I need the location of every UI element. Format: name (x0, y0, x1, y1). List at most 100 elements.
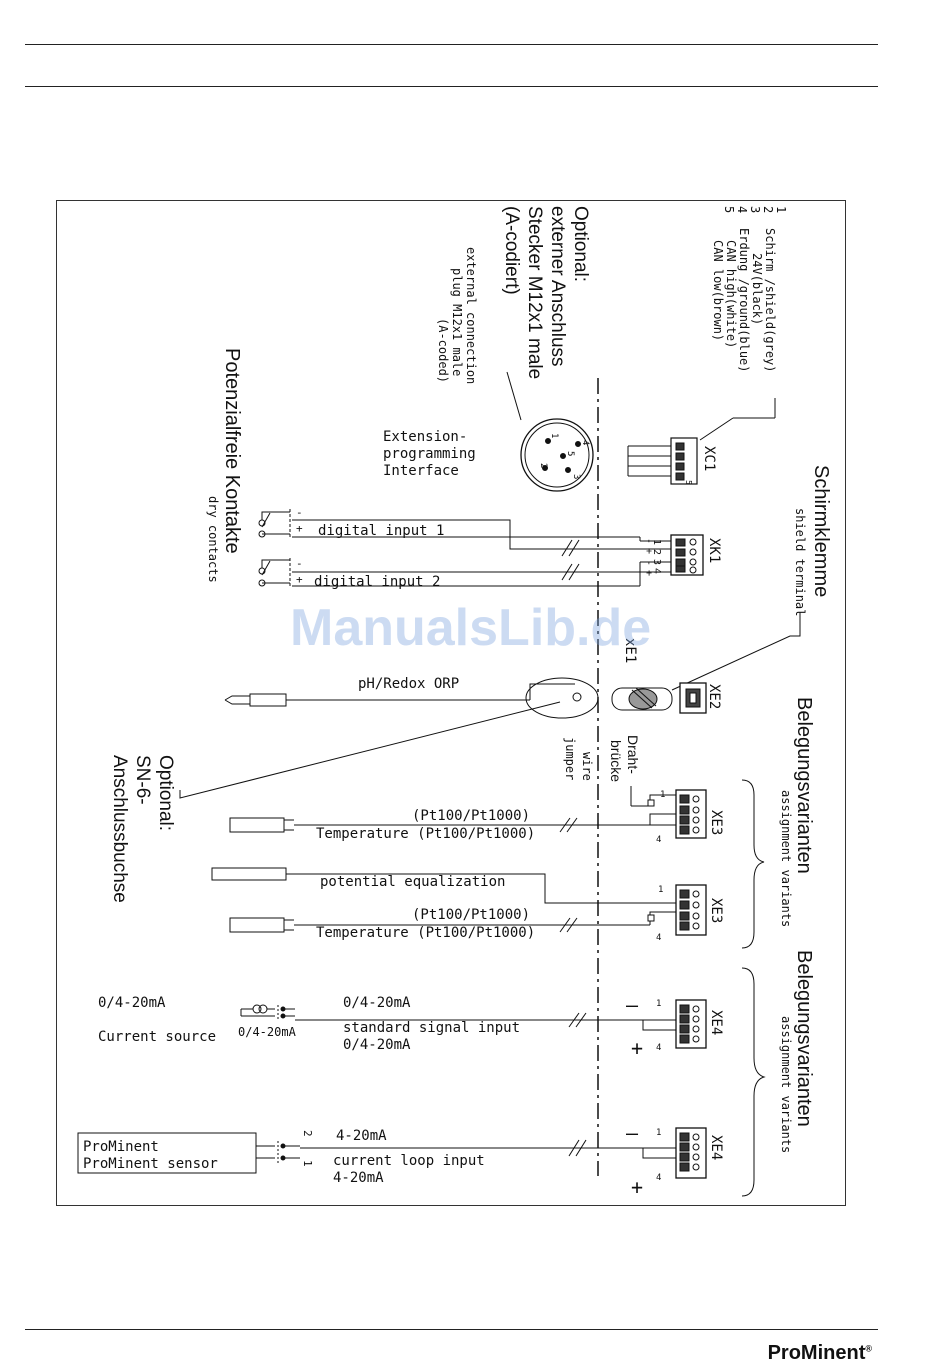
sensor-line-2: ProMinent sensor (83, 1156, 218, 1172)
xe3-2-label: XE3 (708, 898, 724, 923)
wire-2-label: 2 (301, 1130, 314, 1137)
current-loop-labels: ProMinent ProMinent sensor 2 1 4-20mA cu… (83, 1128, 485, 1186)
temperature-sensor-2 (229, 917, 650, 933)
xk1-label: XK1 (706, 538, 722, 563)
extension-label: Extension- programming Interface (383, 429, 476, 479)
xe4-1-pin-4: 4 (656, 1043, 661, 1053)
xc1-pin-2-text: 24V(black) (750, 253, 764, 325)
digital-input-2-plus: + (296, 573, 303, 586)
svg-text:externer Anschluss: externer Anschluss (547, 206, 568, 367)
current-source-label: Current source (98, 1029, 216, 1045)
wire-1-label: 1 (301, 1160, 314, 1167)
xe2-connector (611, 682, 707, 714)
shield-label-de: Schirmklemme (810, 465, 832, 597)
svg-text:1: 1 (549, 433, 559, 438)
xe4-terminal-2 (642, 1127, 707, 1179)
xc1-pin-5: 5 (684, 480, 693, 485)
dry-label-de: Potenzialfreie Kontakte (221, 348, 243, 554)
xc1-pin-2-num: 2 (761, 206, 775, 213)
xe4-1-label: XE4 (708, 1010, 724, 1035)
current-source-labels: 0/4-20mA Current source 0/4-20mA 0/4-20m… (98, 995, 520, 1053)
xk1-terminal (670, 534, 704, 576)
digital-input-1-plus: + (296, 522, 303, 535)
xc1-pin-3-text: Erdung /ground(blue) (737, 228, 751, 373)
standard-signal-label: standard signal input (343, 1020, 520, 1036)
range-left-label: 0/4-20mA (98, 995, 166, 1011)
xe4-1-minus: – (626, 993, 639, 1017)
svg-text:+: + (643, 570, 654, 576)
svg-text:2: 2 (538, 463, 548, 468)
xe3-terminal-1 (630, 786, 707, 839)
dry-contact-1 (258, 509, 291, 538)
assign-bottom-de: Belegungsvarianten (793, 950, 815, 1127)
svg-text:4: 4 (580, 440, 590, 445)
temperature-2-pt: (Pt100/Pt1000) (412, 907, 530, 923)
svg-text:-: - (643, 560, 654, 566)
range-top-label: 0/4-20mA (343, 995, 411, 1011)
xc1-pin-4-text: CAN high(white) (724, 240, 738, 348)
svg-text:Stecker M12x1 male: Stecker M12x1 male (524, 206, 545, 379)
svg-text:plug M12x1 male: plug M12x1 male (450, 268, 464, 376)
svg-text:external connection: external connection (464, 247, 478, 384)
current-source-wiring (240, 1004, 676, 1028)
xc1-pin-1-num: 1 (774, 206, 788, 213)
wiring-diagram-frame (56, 200, 846, 1206)
logo-text: ProMinent (767, 1342, 866, 1364)
xc1-pin-5-num: 5 (722, 206, 736, 213)
potential-equalization-label: potential equalization (320, 874, 505, 890)
xc1-pin-list: 1 Schirm /shield(grey) 2 24V(black) 3 Er… (711, 206, 788, 373)
assign-bottom-brace (741, 967, 766, 1197)
xc1-label: XC1 (701, 446, 717, 471)
svg-text:wire: wire (580, 752, 594, 781)
svg-text:(A-coded): (A-coded) (436, 318, 450, 383)
assign-top-de: Belegungsvarianten (793, 697, 815, 874)
digital-input-1-minus: - (296, 506, 303, 519)
footer-rule (25, 1329, 878, 1330)
xe3-1-pin-4: 4 (656, 835, 661, 845)
xc1-pin-1-text: Schirm /shield(grey) (763, 228, 777, 373)
range-bottom-label: 0/4-20mA (343, 1037, 411, 1053)
temperature-1-label: Temperature (Pt100/Pt1000) (316, 826, 535, 842)
xe4-2-minus: – (626, 1121, 639, 1145)
potential-equalization-wire (211, 867, 676, 904)
loop-input-label: current loop input (333, 1153, 485, 1169)
xc1-connector (627, 398, 776, 485)
svg-text:5: 5 (565, 451, 575, 456)
watermark: ManualsLib.de (290, 599, 652, 657)
temperature-sensor-1 (229, 817, 676, 833)
svg-text:programming: programming (383, 446, 476, 462)
assign-top-en: assignment variants (779, 790, 793, 927)
xe4-2-pin-1: 1 (656, 1128, 661, 1138)
svg-text:+: + (643, 548, 654, 554)
xe3-1-label: XE3 (708, 810, 724, 835)
xe2-label: XE2 (706, 684, 722, 709)
xe3-2-pin-1: 1 (658, 885, 663, 895)
sensor-line-1: ProMinent (83, 1139, 159, 1155)
xe1-label: xE1 (622, 638, 638, 663)
dry-label-en: dry contacts (206, 496, 220, 583)
shield-leader (671, 612, 801, 691)
xe3-1-pin-1: 1 (660, 790, 665, 800)
svg-text:4: 4 (651, 568, 662, 574)
xc1-pin-5-text: CAN low(brown) (711, 240, 725, 341)
shield-label-en: shield terminal (793, 508, 807, 616)
xe4-2-plus: + (631, 1175, 643, 1199)
svg-text:2: 2 (651, 549, 662, 555)
xe4-2-pin-4: 4 (656, 1173, 661, 1183)
svg-text:(A-codiert): (A-codiert) (501, 206, 522, 295)
digital-input-2-minus: - (296, 557, 303, 570)
svg-text:Interface: Interface (383, 463, 459, 479)
xe3-2-pin-4: 4 (656, 933, 661, 943)
sn6-label: Optional: SN-6- Anschlussbuchse (109, 755, 176, 903)
xe4-terminal-1 (642, 999, 707, 1049)
loop-range-top: 4-20mA (336, 1128, 387, 1144)
ph-electrode (224, 677, 599, 719)
assign-top-brace (741, 779, 765, 949)
xc1-pin-3-num: 3 (748, 206, 762, 213)
xe4-1-plus: + (631, 1036, 643, 1060)
range-small-label: 0/4-20mA (238, 1025, 297, 1039)
svg-text:SN-6-: SN-6- (132, 755, 153, 805)
dry-contact-2 (258, 558, 291, 587)
assign-bottom-en: assignment variants (779, 1016, 793, 1153)
